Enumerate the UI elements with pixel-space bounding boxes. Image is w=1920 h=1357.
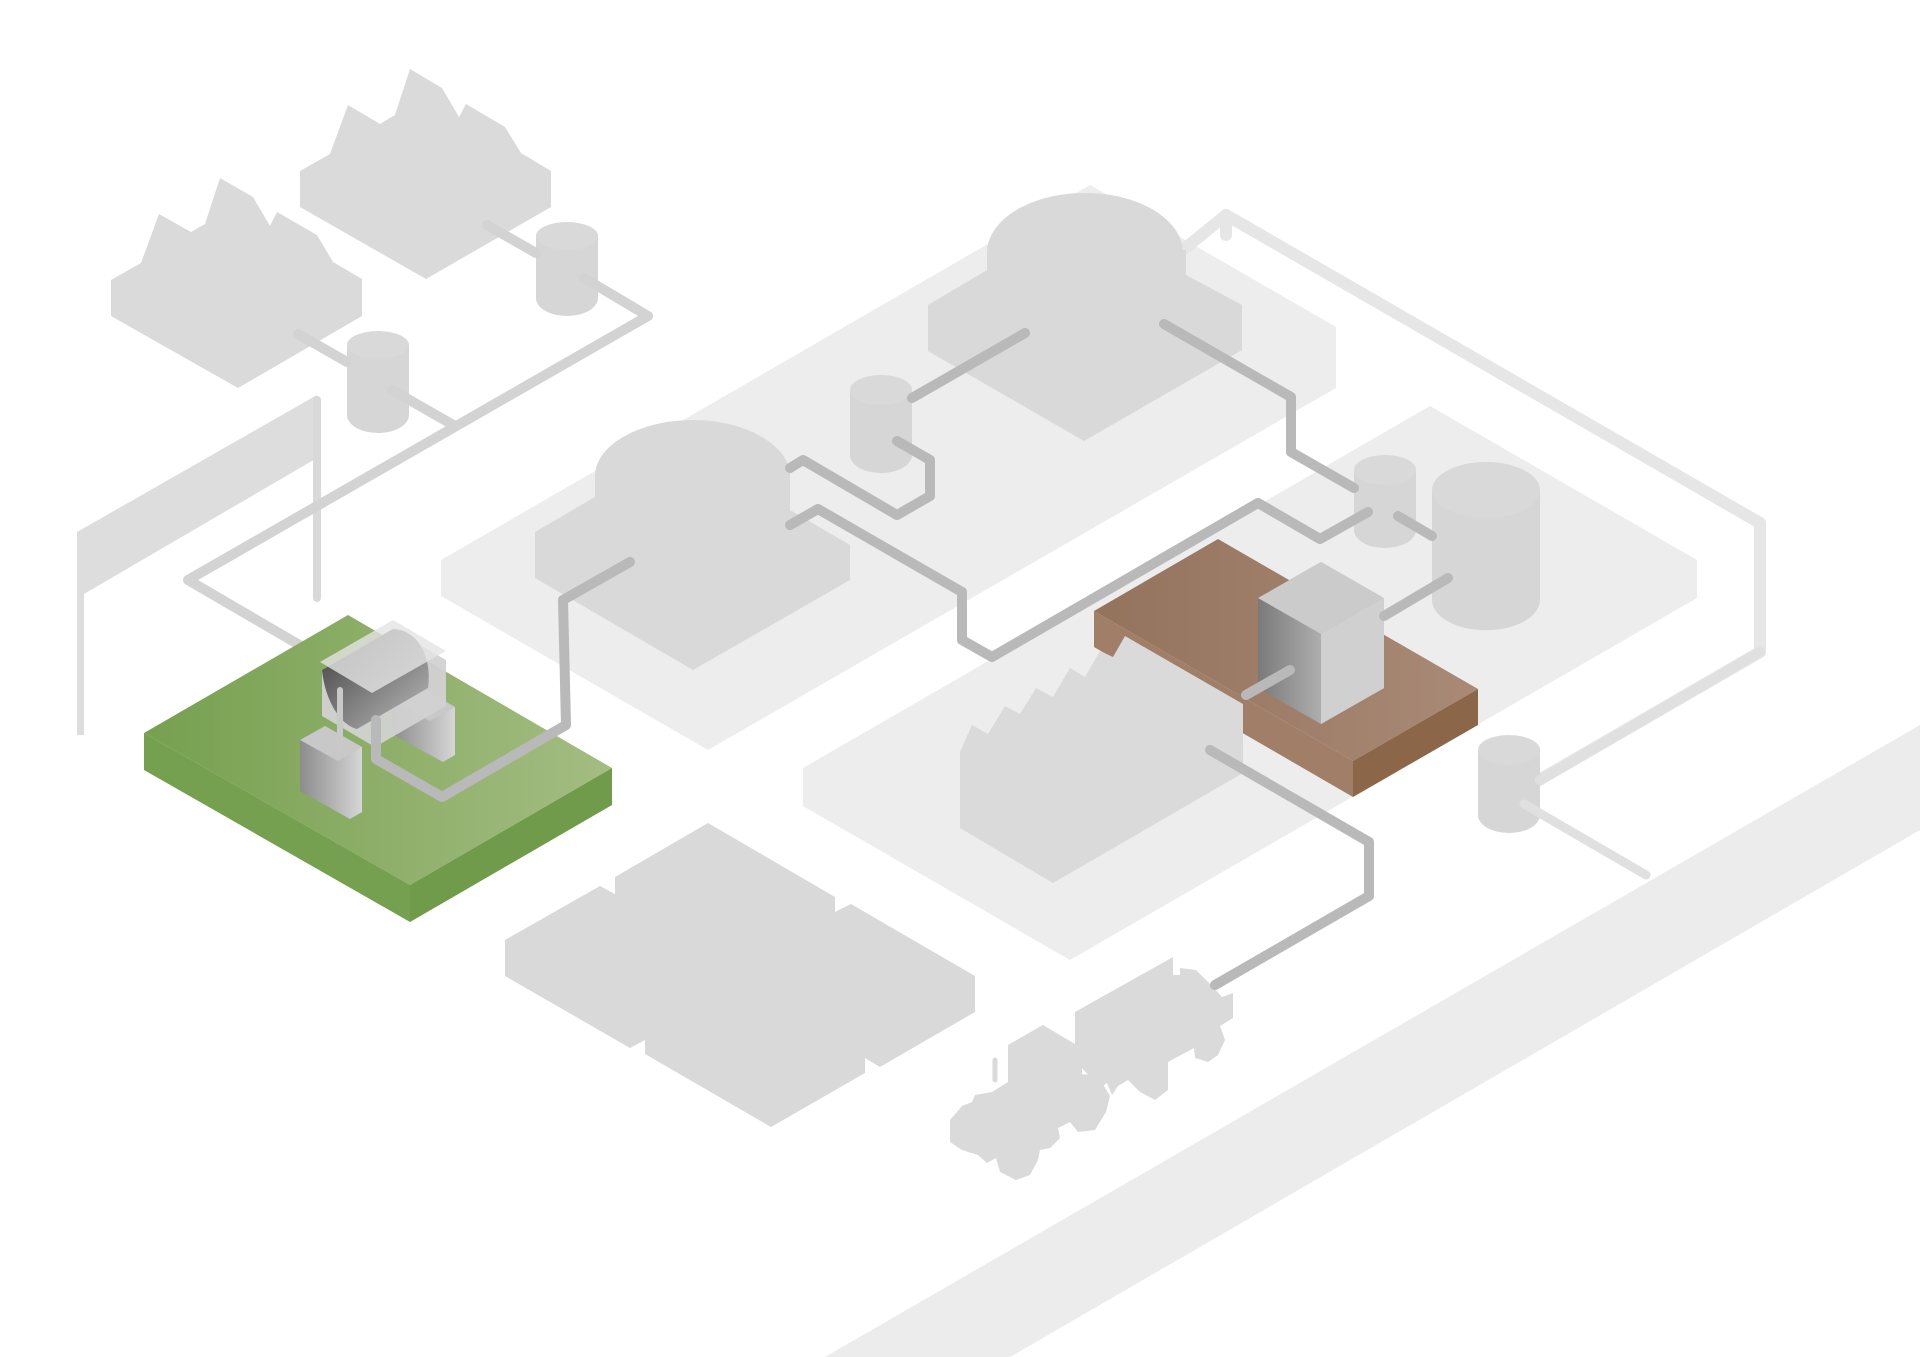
digester-dome-icon: [928, 193, 1242, 441]
storage-tank-icon: [850, 375, 912, 473]
processing-unit-icon: [1258, 562, 1384, 724]
digester-dome-icon: [320, 620, 446, 753]
digester-dome-icon: [535, 420, 850, 670]
storage-tank-icon: [347, 331, 409, 433]
warehouse-icon: [505, 823, 975, 1127]
storage-tank-icon: [1478, 735, 1540, 833]
tractor-icon: [950, 957, 1233, 1180]
factory-icon: [960, 636, 1243, 883]
sign-board: [77, 395, 321, 735]
storage-tank-icon: [1354, 455, 1416, 548]
pipeline-icon: [183, 220, 653, 662]
road-icon: [825, 725, 1920, 1357]
storage-tank-icon: [1432, 462, 1540, 631]
processing-unit-icon: [300, 726, 362, 819]
pipeline-icon: [1519, 647, 1765, 880]
storage-tank-icon: [536, 222, 598, 316]
pipeline-icon: [371, 319, 1453, 990]
